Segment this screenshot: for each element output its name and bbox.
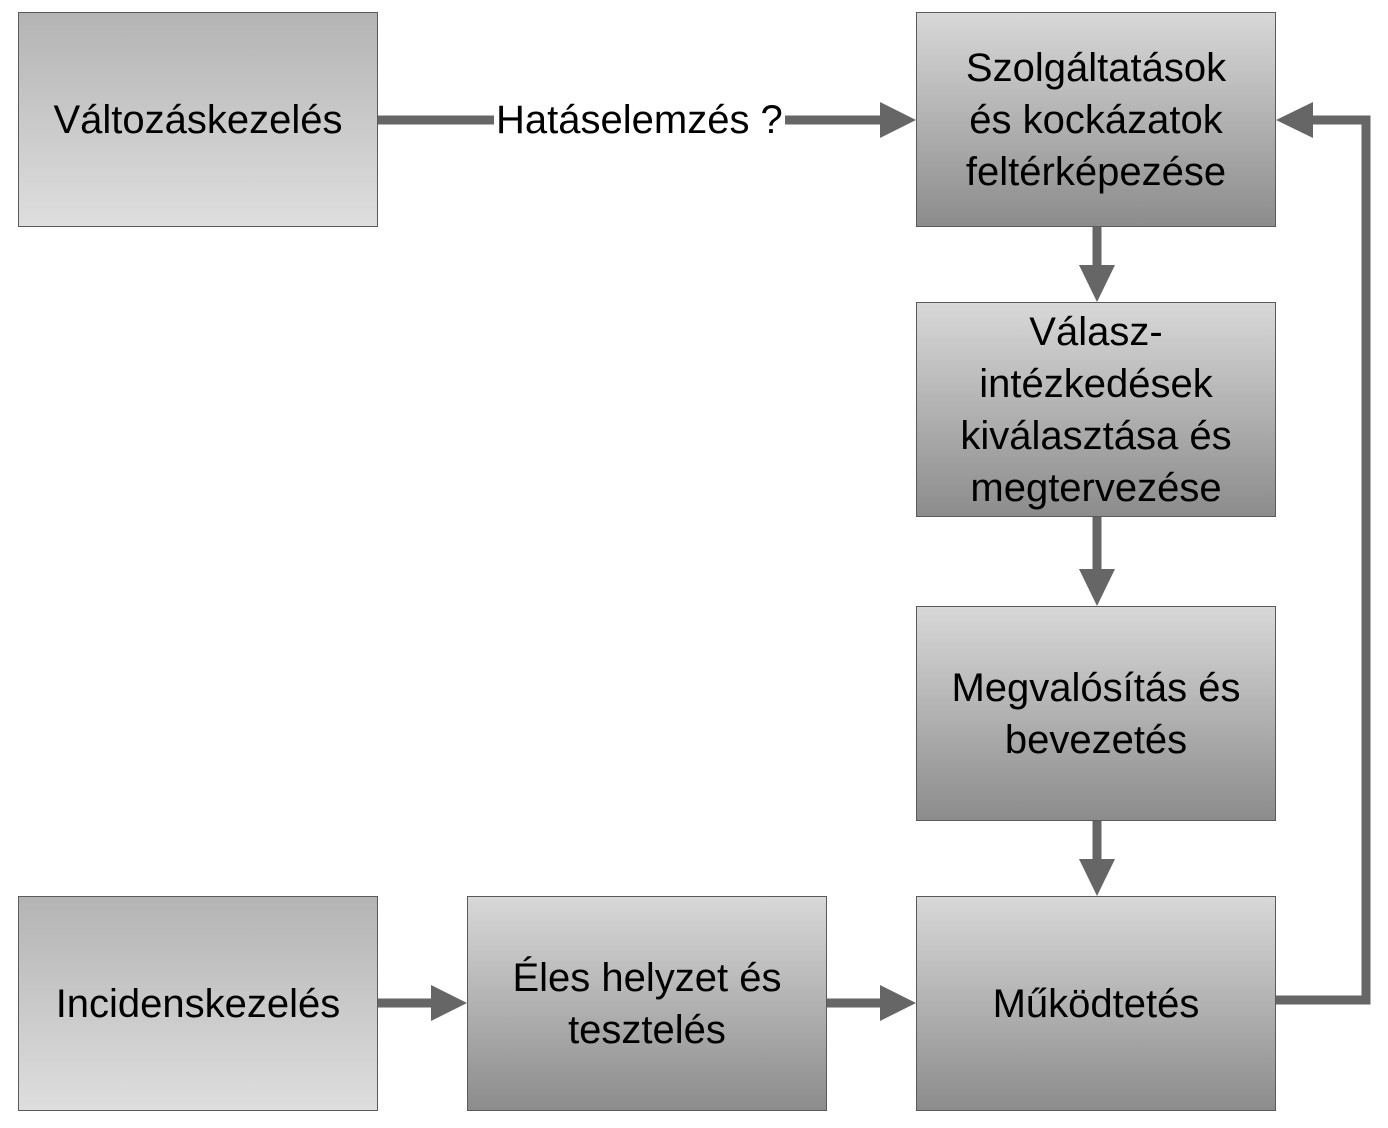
arrowhead-into-mapping-left	[880, 102, 916, 138]
node-implementation: Megvalósítás és bevezetés	[916, 606, 1276, 821]
node-operation: Működtetés	[916, 896, 1276, 1111]
node-implementation-label: Megvalósítás és bevezetés	[951, 665, 1241, 762]
node-service-risk-mapping: Szolgáltatások és kockázatok feltérképez…	[916, 12, 1276, 227]
node-response-measures-label: Válasz- intézkedések kiválasztása és meg…	[960, 309, 1232, 510]
node-change-management-label: Változáskezelés	[53, 97, 343, 142]
arrowhead-into-mapping-right	[1276, 102, 1313, 138]
node-operation-label: Működtetés	[992, 981, 1200, 1026]
arrowhead-into-response	[1079, 265, 1115, 302]
node-incident-management-label: Incidenskezelés	[55, 981, 341, 1026]
node-live-and-testing: Éles helyzet és tesztelés	[467, 896, 827, 1111]
arrowhead-into-implementation	[1079, 569, 1115, 606]
arrowhead-into-operation-top	[1079, 859, 1115, 896]
node-change-management: Változáskezelés	[18, 12, 378, 227]
edge-operation-feedback-loop	[1276, 115, 1371, 1005]
arrowhead-into-operation-left	[880, 985, 916, 1021]
edge-label-impact-analysis: Hatáselemzés ?	[494, 96, 785, 144]
node-live-and-testing-label: Éles helyzet és tesztelés	[512, 955, 782, 1052]
node-service-risk-mapping-label: Szolgáltatások és kockázatok feltérképez…	[965, 45, 1227, 194]
node-incident-management: Incidenskezelés	[18, 896, 378, 1111]
arrowhead-into-live	[431, 985, 467, 1021]
node-response-measures: Válasz- intézkedések kiválasztása és meg…	[916, 302, 1276, 517]
